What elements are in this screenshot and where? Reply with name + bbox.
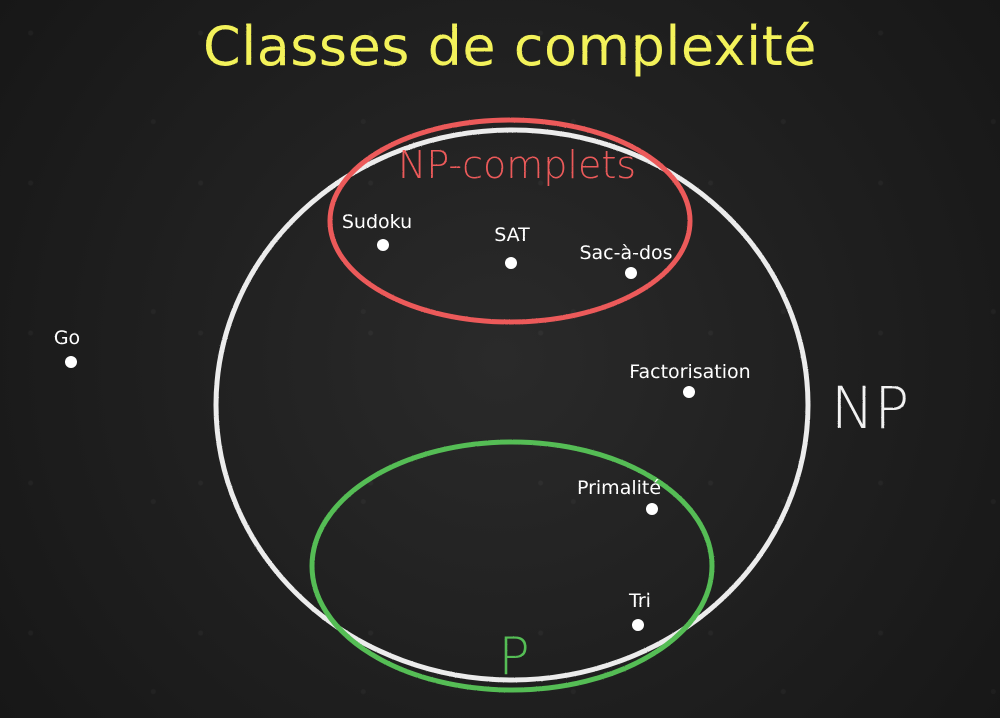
problem-label-factorisation: Factorisation [629,361,750,383]
problem-point-sudoku [377,239,389,251]
problem-label-primalite: Primalité [577,477,661,499]
problem-go: Go [54,327,80,368]
problem-point-sat [505,257,517,269]
page-title: Classes de complexité [203,15,817,78]
problem-point-primalite [646,503,658,515]
problem-primalite: Primalité [577,477,661,515]
np-complete-label: NP-complets [398,143,636,187]
np-label: NP [831,374,909,442]
problem-label-tri: Tri [628,590,651,612]
problem-sat: SAT [494,224,530,269]
problem-factorisation: Factorisation [629,361,751,398]
problem-label-go: Go [54,327,80,349]
problem-point-factorisation [683,386,695,398]
np-set-circle [213,127,811,683]
problem-sudoku: Sudoku [342,211,412,251]
problem-point-tri [632,619,644,631]
problem-point-go [65,356,77,368]
np-complete-set-ellipse [327,117,693,325]
problem-point-sac-a-dos [625,267,637,279]
problem-tri: Tri [628,590,651,631]
problem-label-sudoku: Sudoku [342,211,412,233]
p-label: P [498,627,529,687]
problem-label-sac-a-dos: Sac-à-dos [579,242,672,264]
problem-sac-a-dos: Sac-à-dos [579,242,673,279]
problem-label-sat: SAT [494,224,530,246]
p-set-ellipse [309,439,715,693]
